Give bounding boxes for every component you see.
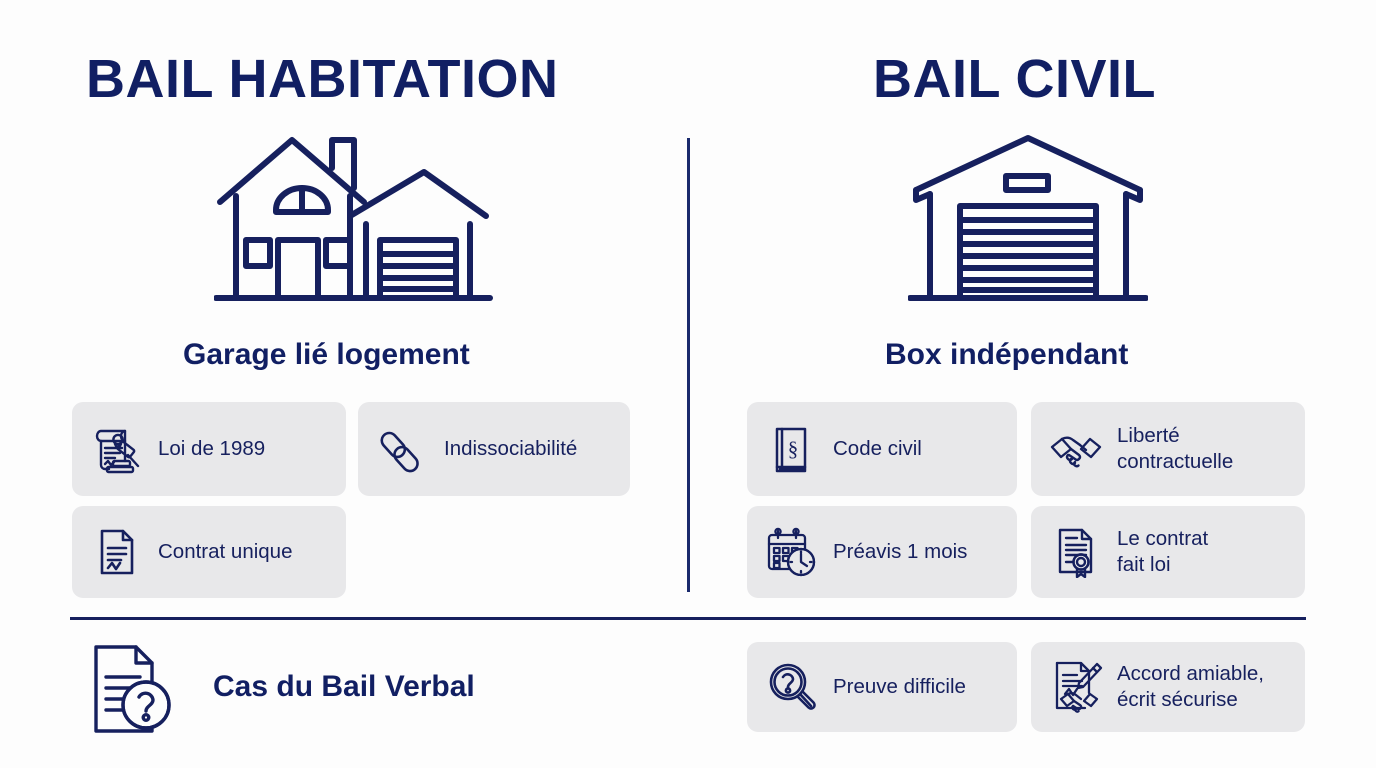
chip-contrat-unique[interactable]: Contrat unique — [72, 506, 346, 598]
chip-label: Indissociabilité — [444, 437, 578, 461]
chain-link-icon — [374, 420, 432, 478]
vertical-divider — [687, 138, 690, 592]
document-question-icon — [88, 643, 180, 739]
chip-loi-de-1989[interactable]: Loi de 1989 — [72, 402, 346, 496]
chip-accord-amiable[interactable]: Accord amiable, écrit sécurise — [1031, 642, 1305, 732]
chip-label: Preuve difficile — [833, 675, 966, 699]
page-title-right: BAIL CIVIL — [873, 49, 1157, 109]
scroll-gavel-icon — [88, 420, 146, 478]
chip-label: Liberté contractuelle — [1117, 424, 1234, 473]
law-book-icon: § — [763, 420, 821, 478]
handshake-icon — [1047, 420, 1105, 478]
storage-box-garage-icon — [908, 132, 1148, 312]
certificate-document-icon — [1047, 523, 1105, 581]
chip-label: Préavis 1 mois — [833, 540, 968, 564]
page-title-left: BAIL HABITATION — [86, 49, 559, 109]
chip-label: Code civil — [833, 437, 922, 461]
chip-preuve-difficile[interactable]: Preuve difficile — [747, 642, 1017, 732]
chip-indissociabilite[interactable]: Indissociabilité — [358, 402, 630, 496]
chip-label: Accord amiable, écrit sécurise — [1117, 662, 1264, 711]
horizontal-divider — [70, 617, 1306, 620]
chip-le-contrat-fait-loi[interactable]: Le contrat fait loi — [1031, 506, 1305, 598]
magnifier-question-icon — [763, 658, 821, 716]
bottom-section-title: Cas du Bail Verbal — [213, 670, 475, 703]
house-with-garage-icon — [214, 132, 494, 312]
document-signature-icon — [88, 523, 146, 581]
document-pen-handshake-icon — [1047, 658, 1105, 716]
subtitle-right: Box indépendant — [885, 338, 1129, 371]
chip-label: Contrat unique — [158, 540, 293, 564]
chip-label: Le contrat fait loi — [1117, 527, 1209, 576]
svg-text:§: § — [788, 437, 799, 461]
chip-label: Loi de 1989 — [158, 437, 266, 461]
calendar-clock-icon — [763, 523, 821, 581]
chip-liberte-contractuelle[interactable]: Liberté contractuelle — [1031, 402, 1305, 496]
subtitle-left: Garage lié logement — [183, 338, 470, 371]
chip-code-civil[interactable]: § Code civil — [747, 402, 1017, 496]
chip-preavis-1-mois[interactable]: Préavis 1 mois — [747, 506, 1017, 598]
